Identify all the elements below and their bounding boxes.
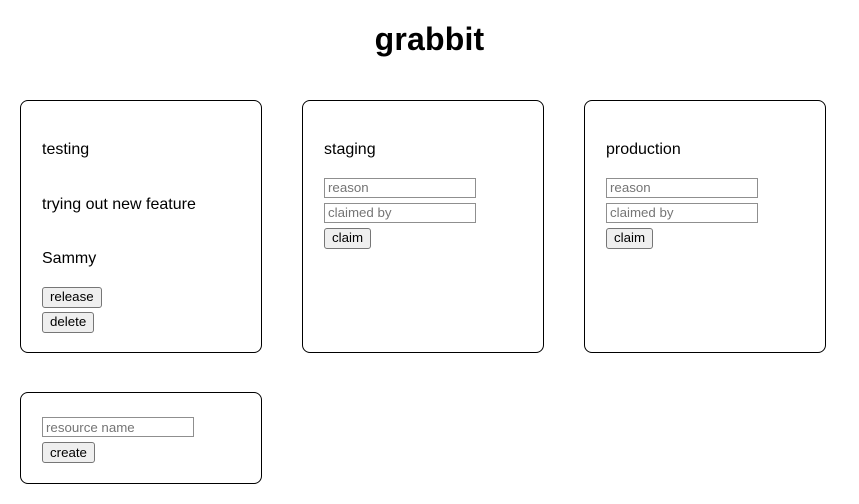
create-button[interactable]: create bbox=[42, 442, 95, 464]
resource-name: testing bbox=[42, 141, 90, 159]
reason-field-row bbox=[324, 177, 522, 198]
reason-input[interactable] bbox=[324, 177, 476, 198]
resource-card-production: production claim bbox=[584, 100, 826, 354]
release-button-row: release bbox=[42, 286, 240, 308]
claim-button-row: claim bbox=[324, 227, 522, 249]
page-title: grabbit bbox=[374, 21, 485, 57]
claim-reason-text: trying out new feature bbox=[42, 195, 196, 213]
claimed-by-text: Sammy bbox=[42, 250, 97, 268]
claim-button[interactable]: claim bbox=[606, 227, 654, 249]
release-button[interactable]: release bbox=[42, 286, 102, 308]
claimed-by-field-row bbox=[324, 202, 522, 223]
resource-name: production bbox=[606, 141, 681, 159]
resource-name: staging bbox=[324, 141, 376, 159]
create-row: create bbox=[0, 392, 859, 485]
resource-card-staging: staging claim bbox=[302, 100, 544, 354]
claim-button[interactable]: claim bbox=[324, 227, 372, 249]
claim-button-row: claim bbox=[606, 227, 804, 249]
reason-input[interactable] bbox=[606, 177, 758, 198]
claimed-by-field-row bbox=[606, 202, 804, 223]
claimed-by-input[interactable] bbox=[606, 202, 758, 223]
delete-button[interactable]: delete bbox=[42, 311, 95, 333]
resources-row: testing trying out new feature Sammy rel… bbox=[0, 100, 859, 354]
create-resource-card: create bbox=[20, 392, 262, 485]
reason-field-row bbox=[606, 177, 804, 198]
resource-name-input[interactable] bbox=[42, 417, 194, 438]
delete-button-row: delete bbox=[42, 311, 240, 333]
resource-name-field-row bbox=[42, 417, 240, 438]
create-button-row: create bbox=[42, 442, 240, 464]
resource-card-testing: testing trying out new feature Sammy rel… bbox=[20, 100, 262, 354]
claimed-by-input[interactable] bbox=[324, 202, 476, 223]
